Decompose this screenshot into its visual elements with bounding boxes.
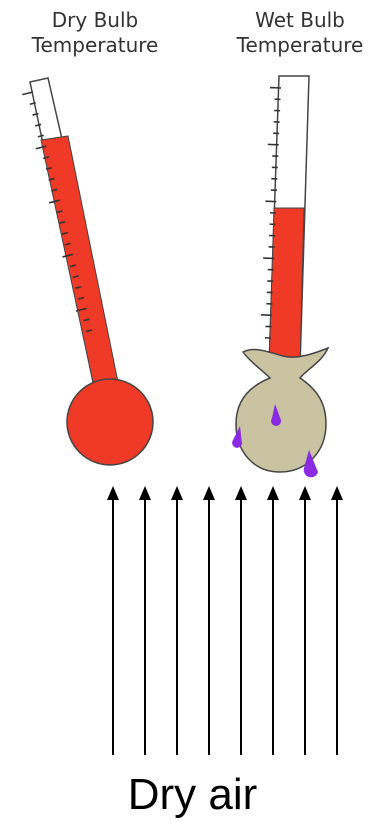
dry-bulb-scale-tick (22, 92, 33, 95)
wet-bulb-mercury-column (269, 208, 304, 366)
dry-bulb-thermometer (22, 78, 153, 465)
arrow-up-icon (299, 486, 311, 500)
arrow-up-icon (331, 486, 343, 500)
wet-bulb-thermometer (232, 76, 328, 477)
arrow-up-icon (107, 486, 119, 500)
arrow-up-icon (171, 486, 183, 500)
arrow-up-icon (139, 486, 151, 500)
dry-air-caption: Dry air (0, 770, 385, 820)
dry-bulb-bulb (67, 379, 153, 465)
arrow-up-icon (203, 486, 215, 500)
arrow-up-icon (267, 486, 279, 500)
dry-air-arrows (107, 486, 343, 755)
arrow-up-icon (235, 486, 247, 500)
dry-bulb-mercury-column (41, 136, 120, 396)
wet-bulb-wick (236, 348, 328, 472)
